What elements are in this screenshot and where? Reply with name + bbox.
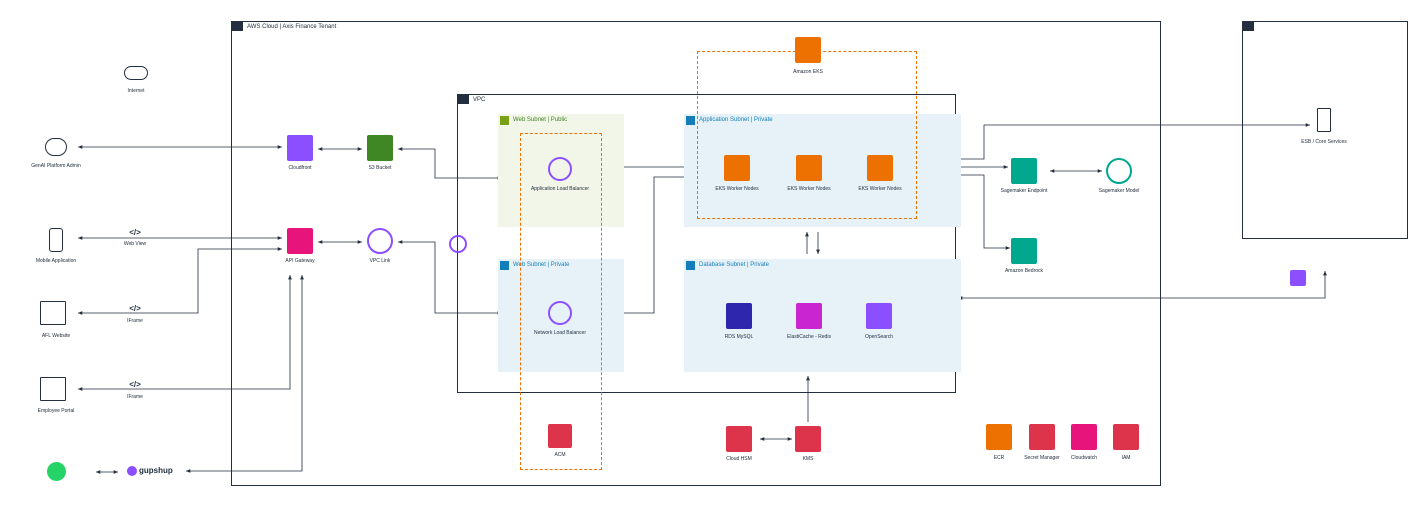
- employee-portal-label: Employee Portal: [37, 408, 75, 414]
- eks-icon: [795, 37, 821, 63]
- load-balancer-dashed-group: [520, 133, 602, 470]
- web-view-label: Web View: [123, 241, 147, 247]
- vpc-icon: [457, 94, 469, 104]
- elasticache-label: ElastiCache - Redis: [787, 334, 831, 340]
- cloud-hsm-label: Cloud HSM: [726, 456, 752, 462]
- eks-label: Amazon EKS: [793, 69, 823, 75]
- sagemaker-model-label: Sagemaker Model: [1098, 188, 1140, 194]
- iframe-label: IFrame: [127, 394, 143, 400]
- opensearch-label: OpenSearch: [864, 334, 894, 340]
- vpn-lock-icon: [1290, 270, 1306, 286]
- website-icon: [40, 377, 66, 401]
- api-gateway-icon: [287, 228, 313, 254]
- iam-icon: [1113, 424, 1139, 450]
- whatsapp-icon: [47, 462, 66, 481]
- cloudwatch-label: Cloudwatch: [1070, 455, 1098, 461]
- vpc-link-icon: [367, 228, 393, 254]
- eks-worker-node-icon: [867, 155, 893, 181]
- cloudfront-label: Cloudfront: [288, 165, 312, 171]
- cloud-hsm-icon: [726, 426, 752, 452]
- cloudfront-icon: [287, 135, 313, 161]
- web-subnet-public-title: Web Subnet | Public: [513, 117, 568, 123]
- bedrock-label: Amazon Bedrock: [1004, 268, 1044, 274]
- eks-worker-node-label: EKS Worker Nodes: [715, 186, 759, 192]
- internet-cloud-icon: [124, 66, 148, 80]
- vpc-link-label: VPC Link: [369, 258, 391, 264]
- gupshup-logo-icon: [127, 466, 137, 476]
- nlb-label: Network Load Balancer: [534, 330, 586, 336]
- db-subnet-private-title: Database Subnet | Private: [699, 262, 769, 268]
- ecr-label: ECR: [993, 455, 1005, 461]
- alb-label: Application Load Balancer: [530, 186, 590, 192]
- mobile-app-label: Mobile Application: [35, 258, 77, 264]
- esb-label: ESB / Core Services: [1301, 139, 1347, 145]
- server-icon: [1317, 108, 1331, 132]
- internet-label: Internet: [127, 88, 145, 94]
- eks-cluster-dashed-group: [697, 51, 917, 219]
- rds-icon: [726, 303, 752, 329]
- website-icon: [40, 301, 66, 325]
- gupshup-label: gupshup: [139, 466, 173, 475]
- mobile-phone-icon: [49, 228, 63, 252]
- elasticache-icon: [796, 303, 822, 329]
- endpoint-icon: [449, 235, 467, 253]
- external-corporate-group: [1242, 21, 1408, 239]
- api-gateway-label: API Gateway: [285, 258, 315, 264]
- app-subnet-private-title: Application Subnet | Private: [699, 117, 773, 123]
- aws-cloud-logo: [231, 21, 243, 31]
- sagemaker-endpoint-icon: [1011, 158, 1037, 184]
- lock-icon: [1242, 21, 1254, 31]
- eks-worker-node-label: EKS Worker Nodes: [858, 186, 902, 192]
- code-icon: </>: [129, 380, 141, 389]
- code-icon: </>: [129, 304, 141, 313]
- iframe-label: IFrame: [127, 318, 143, 324]
- genai-admin-label: GenAI Platform Admin: [31, 163, 81, 169]
- secret-manager-label: Secret Manager: [1024, 455, 1060, 461]
- sagemaker-endpoint-label: Sagemaker Endpoint: [1000, 188, 1048, 194]
- cloudwatch-icon: [1071, 424, 1097, 450]
- eks-worker-node-icon: [796, 155, 822, 181]
- s3-label: S3 Bucket: [368, 165, 392, 171]
- eks-worker-node-icon: [724, 155, 750, 181]
- aws-cloud-title: AWS Cloud | Axis Finance Tenant: [247, 24, 337, 30]
- iam-label: IAM: [1121, 455, 1131, 461]
- lock-icon: [686, 261, 695, 270]
- users-icon: [45, 138, 67, 156]
- acm-icon: [548, 424, 572, 448]
- alb-icon: [548, 157, 572, 181]
- vpc-title: VPC: [473, 97, 486, 103]
- ecr-icon: [986, 424, 1012, 450]
- web-subnet-private: Web Subnet | Private: [498, 259, 624, 372]
- code-icon: </>: [129, 228, 141, 237]
- kms-icon: [795, 426, 821, 452]
- lock-icon: [686, 116, 695, 125]
- eks-worker-node-label: EKS Worker Nodes: [787, 186, 831, 192]
- aws-cloud-group: AWS Cloud | Axis Finance Tenant: [231, 21, 1161, 486]
- secret-manager-icon: [1029, 424, 1055, 450]
- web-subnet-private-title: Web Subnet | Private: [513, 262, 570, 268]
- s3-bucket-icon: [367, 135, 393, 161]
- opensearch-icon: [866, 303, 892, 329]
- lock-icon: [500, 261, 509, 270]
- bedrock-icon: [1011, 238, 1037, 264]
- rds-label: RDS MySQL: [724, 334, 754, 340]
- unlock-icon: [500, 116, 509, 125]
- afl-website-label: AFL Website: [41, 333, 71, 339]
- sagemaker-model-icon: [1106, 158, 1132, 184]
- acm-label: ACM: [554, 452, 566, 458]
- nlb-icon: [548, 301, 572, 325]
- kms-label: KMS: [802, 456, 814, 462]
